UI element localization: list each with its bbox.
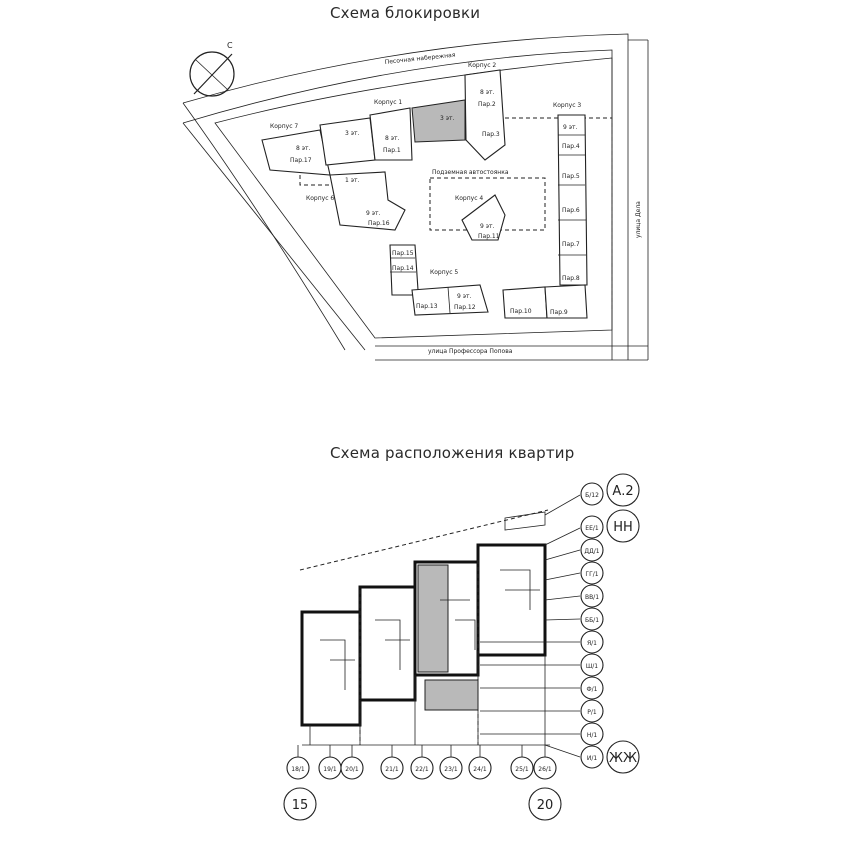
building-6-entrance: Пар.16 (368, 220, 390, 227)
axis-24: 24/1 (473, 766, 487, 773)
axis-n1: Н/1 (587, 732, 598, 739)
building-2-entrance-b: Пар.3 (482, 131, 500, 138)
building-2-entrance: Пар.2 (478, 101, 496, 108)
building-3-entrance-10: Пар.10 (510, 308, 532, 315)
building-5-entrance-13: Пар.13 (416, 303, 438, 310)
building-3-entrance-5: Пар.5 (562, 173, 580, 180)
floors-label-b: 3 эт. (440, 115, 455, 122)
north-arrow-icon: С (189, 41, 235, 97)
right-axis-leaders (480, 494, 581, 758)
marker-a2 (606, 473, 640, 507)
right-axis-markers: Б/12 ЕЕ/1 ДД/1 ГГ/1 ВВ/1 ББ/1 Я/1 Ш/1 Ф/… (580, 482, 604, 769)
highlighted-apartment (417, 564, 449, 673)
marker-15 (283, 787, 317, 821)
building-3-entrance-7: Пар.7 (562, 241, 580, 248)
axis-26: 26/1 (538, 766, 552, 773)
blocking-scheme-title: Схема блокировки (330, 4, 481, 22)
axis-bb1: ББ/1 (585, 617, 599, 624)
building-1-label: Корпус 1 (374, 99, 402, 106)
axis-19: 19/1 (323, 766, 337, 773)
marker-15-label: 15 (292, 798, 309, 813)
marker-a2-label: А.2 (612, 484, 633, 499)
parking-label: Подземная автостоянка (432, 169, 509, 176)
north-label: С (227, 41, 233, 50)
building-4-entrance: Пар.11 (478, 233, 500, 240)
building-3-entrance-6: Пар.6 (562, 207, 580, 214)
axis-vv1: ВВ/1 (585, 594, 599, 601)
marker-20-label: 20 (537, 798, 554, 813)
building-3-floors: 9 эт. (563, 124, 578, 131)
building-7-floors: 8 эт. (296, 145, 311, 152)
building-1-entrance: Пар.1 (383, 147, 401, 154)
building-3-entrance-4: Пар.4 (562, 143, 580, 150)
axis-gg1: ГГ/1 (585, 571, 598, 578)
axis-dd1: ДД/1 (584, 548, 599, 555)
building-4-floors: 9 эт. (480, 223, 495, 230)
axis-22: 22/1 (415, 766, 429, 773)
axis-25: 25/1 (515, 766, 529, 773)
axis-23: 23/1 (444, 766, 458, 773)
floors-label-c: 1 эт. (345, 177, 360, 184)
highlighted-section (411, 99, 466, 143)
building-5-entrance-14: Пар.14 (392, 265, 414, 272)
axis-ee1: ЕЕ/1 (585, 525, 599, 532)
building-2-floors: 8 эт. (480, 89, 495, 96)
axis-b12: Б/12 (585, 492, 599, 499)
building-5-entrance-15: Пар.15 (392, 250, 414, 257)
building-3-label: Корпус 3 (553, 102, 581, 109)
axis-sh1: Ш/1 (586, 663, 598, 670)
building-7-entrance: Пар.17 (290, 157, 312, 164)
building-5-floors: 9 эт. (457, 293, 472, 300)
building-6-floors: 9 эт. (366, 210, 381, 217)
marker-20 (528, 787, 562, 821)
building-2-label: Корпус 2 (468, 62, 496, 69)
street-popov: улица Профессора Попова (428, 348, 513, 355)
building-5-entrance-12: Пар.12 (454, 304, 476, 311)
marker-zhzh-label: ЖЖ (609, 751, 637, 766)
axis-ya1: Я/1 (587, 640, 597, 647)
building-3-entrance-8: Пар.8 (562, 275, 580, 282)
marker-nn-label: НН (613, 520, 633, 535)
street-delo: улица Дела (635, 201, 642, 238)
axis-21: 21/1 (385, 766, 399, 773)
axis-20: 20/1 (345, 766, 359, 773)
axis-i1: И/1 (587, 755, 598, 762)
floors-label-a: 3 эт. (345, 130, 360, 137)
building-5-label: Корпус 5 (430, 269, 458, 276)
building-3-entrance-9: Пар.9 (550, 309, 568, 316)
building-1-floors: 8 эт. (385, 135, 400, 142)
marker-zhzh (606, 740, 640, 774)
building-7-label: Корпус 7 (270, 123, 298, 130)
axis-r1: Р/1 (587, 709, 597, 716)
axis-18: 18/1 (291, 766, 305, 773)
bottom-axis-markers: 18/1 19/1 20/1 21/1 22/1 23/1 24/1 25/1 … (286, 756, 557, 780)
apartments-scheme-title: Схема расположения квартир (330, 444, 575, 462)
building-4-label: Корпус 4 (455, 195, 483, 202)
axis-f1: Ф/1 (586, 686, 597, 693)
marker-nn (606, 509, 640, 543)
building-6-label: Корпус 6 (306, 195, 334, 202)
